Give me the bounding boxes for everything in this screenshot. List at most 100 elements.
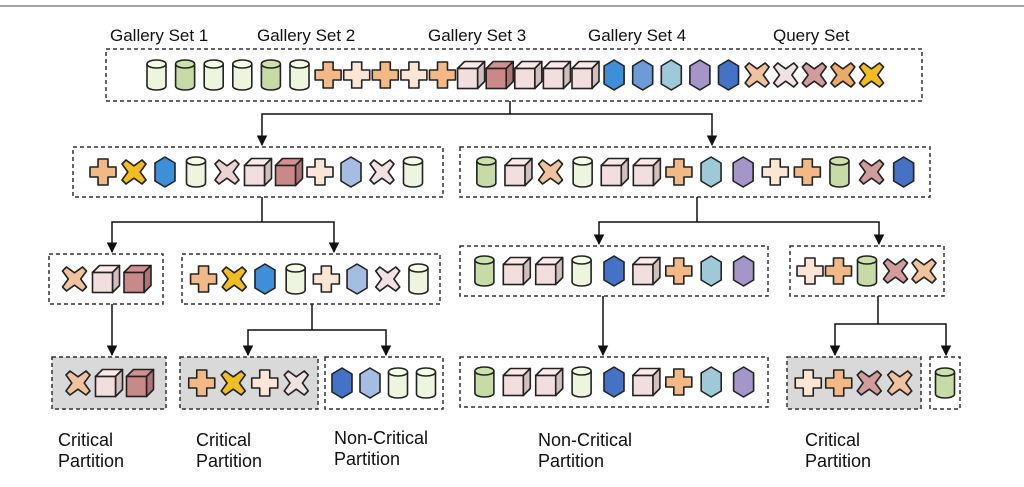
cross-sample-icon <box>856 370 883 396</box>
partition-box-leftA <box>48 253 164 305</box>
caption-line-2: Partition <box>58 450 125 471</box>
cube-sample-icon <box>502 256 532 286</box>
hexagon-sample-icon <box>359 367 381 399</box>
gallery-set-2-label: Gallery Set 2 <box>257 26 356 45</box>
connector-left-b <box>242 304 392 357</box>
gallery-set-4-label: Gallery Set 4 <box>588 26 687 45</box>
caption-non-critical-partition-2: Non-Critical Partition <box>538 430 632 471</box>
cross-sample-icon <box>858 62 885 88</box>
cube-sample-icon <box>632 256 661 286</box>
cylinder-sample-icon <box>285 263 306 295</box>
plus-sample-icon <box>793 158 822 186</box>
cylinder-sample-icon <box>174 59 196 91</box>
cross-sample-icon <box>369 159 395 185</box>
hexagon-sample-icon <box>700 255 723 287</box>
cylinder-sample-icon <box>474 366 495 398</box>
caption-line-1: Non-Critical <box>538 430 633 450</box>
cross-sample-icon <box>283 370 310 396</box>
hexagon-sample-icon <box>700 366 723 398</box>
caption-critical-partition-2: Critical Partition <box>196 430 262 471</box>
cylinder-sample-icon <box>185 156 207 188</box>
caption-critical-partition-1: Critical Partition <box>58 430 124 471</box>
partition-box-leafB1 <box>179 356 319 410</box>
cylinder-sample-icon <box>203 59 224 91</box>
cube-sample-icon <box>513 60 543 90</box>
cylinder-sample-icon <box>408 263 429 295</box>
partition-box-right <box>459 146 931 198</box>
cube-sample-icon <box>456 60 486 90</box>
partition-box-leafA <box>51 356 167 410</box>
partition-box-leafD1 <box>786 356 922 410</box>
plus-sample-icon <box>314 61 342 89</box>
caption-line-1: Critical <box>805 430 861 450</box>
plus-sample-icon <box>306 158 334 186</box>
plus-sample-icon <box>794 369 823 397</box>
plus-sample-icon <box>400 61 428 89</box>
partition-box-leafB2 <box>324 356 444 410</box>
hexagon-sample-icon <box>254 263 276 295</box>
cylinder-sample-icon <box>856 255 878 287</box>
hexagon-sample-icon <box>732 366 755 398</box>
cylinder-sample-icon <box>829 156 850 188</box>
hexagon-sample-icon <box>340 156 362 188</box>
hexagon-sample-icon <box>603 59 625 91</box>
cross-sample-icon <box>214 159 240 185</box>
cross-sample-icon <box>744 62 770 88</box>
cylinder-sample-icon <box>571 366 592 398</box>
cylinder-sample-icon <box>571 255 592 287</box>
partition-box-leftB <box>181 253 441 305</box>
cross-sample-icon <box>220 370 247 396</box>
hexagon-sample-icon <box>603 366 625 398</box>
cross-sample-icon <box>374 266 401 292</box>
cube-sample-icon <box>502 367 532 397</box>
hexagon-sample-icon <box>892 156 915 188</box>
cube-sample-icon <box>571 60 600 90</box>
plus-sample-icon <box>89 158 117 186</box>
plus-sample-icon <box>371 61 400 89</box>
partition-box-rightB <box>789 245 945 297</box>
gallery-set-1-label: Gallery Set 1 <box>110 26 209 45</box>
cylinder-sample-icon <box>387 367 409 399</box>
cube-sample-icon <box>274 157 304 187</box>
plus-sample-icon <box>824 369 853 397</box>
cylinder-sample-icon <box>260 59 282 91</box>
cube-sample-icon <box>504 157 533 187</box>
cross-sample-icon <box>121 159 147 185</box>
caption-line-1: Critical <box>58 430 114 450</box>
cylinder-sample-icon <box>572 156 593 188</box>
partition-box-leafC <box>459 356 769 408</box>
cylinder-sample-icon <box>415 367 437 399</box>
caption-line-2: Partition <box>196 450 263 471</box>
plus-sample-icon <box>824 257 853 285</box>
caption-line-2: Partition <box>334 448 401 469</box>
cylinder-sample-icon <box>146 59 167 91</box>
caption-critical-partition-3: Critical Partition <box>805 430 871 471</box>
hexagon-sample-icon <box>631 59 654 91</box>
plus-sample-icon <box>761 158 790 186</box>
plus-sample-icon <box>250 369 279 397</box>
plus-sample-icon <box>342 61 371 89</box>
cross-sample-icon <box>61 266 88 292</box>
cube-sample-icon <box>125 368 155 398</box>
hexagon-sample-icon <box>689 59 711 91</box>
plus-sample-icon <box>187 369 216 397</box>
hexagon-sample-icon <box>154 156 176 188</box>
cross-sample-icon <box>772 62 799 88</box>
caption-line-1: Non-Critical <box>334 428 429 448</box>
plus-sample-icon <box>428 61 457 89</box>
cross-sample-icon <box>830 62 856 88</box>
cube-sample-icon <box>485 60 515 90</box>
connector-right <box>593 197 885 246</box>
cube-sample-icon <box>632 367 661 397</box>
cross-sample-icon <box>882 258 909 284</box>
cube-sample-icon <box>94 368 124 398</box>
cylinder-sample-icon <box>289 59 310 91</box>
caption-non-critical-partition-1: Non-Critical Partition <box>334 428 428 469</box>
cube-sample-icon <box>542 60 572 90</box>
partition-box-left <box>72 146 444 198</box>
connector-left <box>106 197 340 254</box>
cross-sample-icon <box>221 266 248 292</box>
hexagon-sample-icon <box>700 156 722 188</box>
hexagon-sample-icon <box>717 59 740 91</box>
